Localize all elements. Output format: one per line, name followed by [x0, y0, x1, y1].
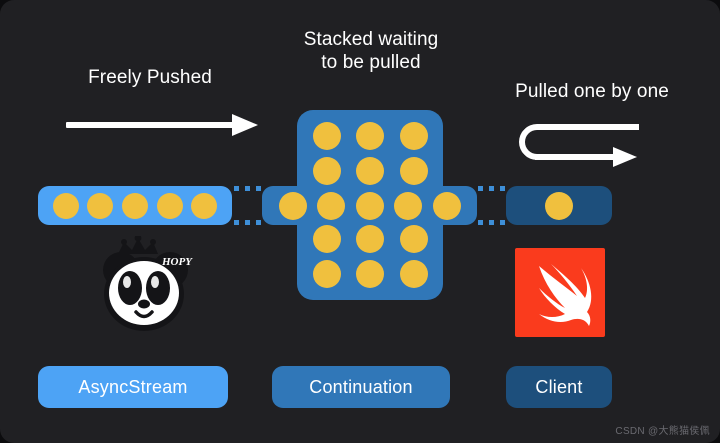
- stack-row: [297, 259, 443, 288]
- channel-element: [355, 191, 384, 220]
- channel-element: [317, 191, 345, 220]
- arrow-head: [613, 147, 637, 167]
- stack-element: [312, 259, 341, 288]
- dotted-connector-right: [478, 186, 506, 225]
- swift-bird-icon: [539, 264, 592, 326]
- arrow-top-segment: [537, 124, 639, 130]
- stack-element: [312, 156, 341, 185]
- stack-row: [297, 122, 443, 151]
- stack-element: [356, 156, 384, 185]
- swift-logo: [515, 248, 605, 337]
- freely-pushed-arrow-icon: [66, 113, 258, 137]
- stack-element: [399, 259, 428, 288]
- dash-row-bottom: [234, 220, 262, 225]
- watermark: CSDN @大熊猫侯佩: [615, 426, 710, 437]
- caption-freely-pushed: Freely Pushed: [88, 67, 212, 88]
- stack-element: [356, 122, 384, 151]
- label-continuation[interactable]: Continuation: [272, 366, 450, 408]
- continuation-channel: [262, 186, 477, 225]
- buffer-element: [121, 192, 148, 219]
- async-stream-buffer: [38, 186, 232, 225]
- stack-row: [297, 156, 443, 185]
- dash-row-top: [478, 186, 506, 191]
- pulled-one-by-one-arrow-icon: [511, 116, 645, 168]
- buffer-element: [191, 192, 218, 219]
- buffer-element: [52, 192, 79, 219]
- arrow-bottom-segment: [535, 154, 617, 160]
- label-client[interactable]: Client: [506, 366, 612, 408]
- client-element: [545, 191, 573, 220]
- buffer-element: [156, 192, 183, 219]
- buffer-element: [87, 192, 114, 219]
- panda-logo: HOPY: [103, 236, 193, 331]
- panda-logo-badge-text: HOPY: [161, 256, 193, 268]
- channel-element: [278, 191, 307, 220]
- dotted-connector-left: [234, 186, 262, 225]
- dash-row-top: [234, 186, 262, 191]
- stack-element: [356, 259, 384, 288]
- arrow-head: [232, 114, 258, 136]
- stack-element: [399, 122, 428, 151]
- channel-element: [394, 191, 422, 220]
- dash-row-bottom: [478, 220, 506, 225]
- stack-element: [399, 156, 428, 185]
- channel-element: [432, 191, 461, 220]
- stack-element: [312, 122, 341, 151]
- stack-element: [356, 225, 384, 254]
- arrow-shaft: [66, 122, 236, 128]
- stack-row: [297, 225, 443, 254]
- client-slot: [506, 186, 612, 225]
- caption-stacked-waiting: Stacked waiting to be pulled: [303, 29, 439, 74]
- stack-element: [399, 225, 428, 254]
- label-asyncstream[interactable]: AsyncStream: [38, 366, 228, 408]
- caption-pulled-one-by-one: Pulled one by one: [515, 81, 669, 102]
- stack-element: [312, 225, 341, 254]
